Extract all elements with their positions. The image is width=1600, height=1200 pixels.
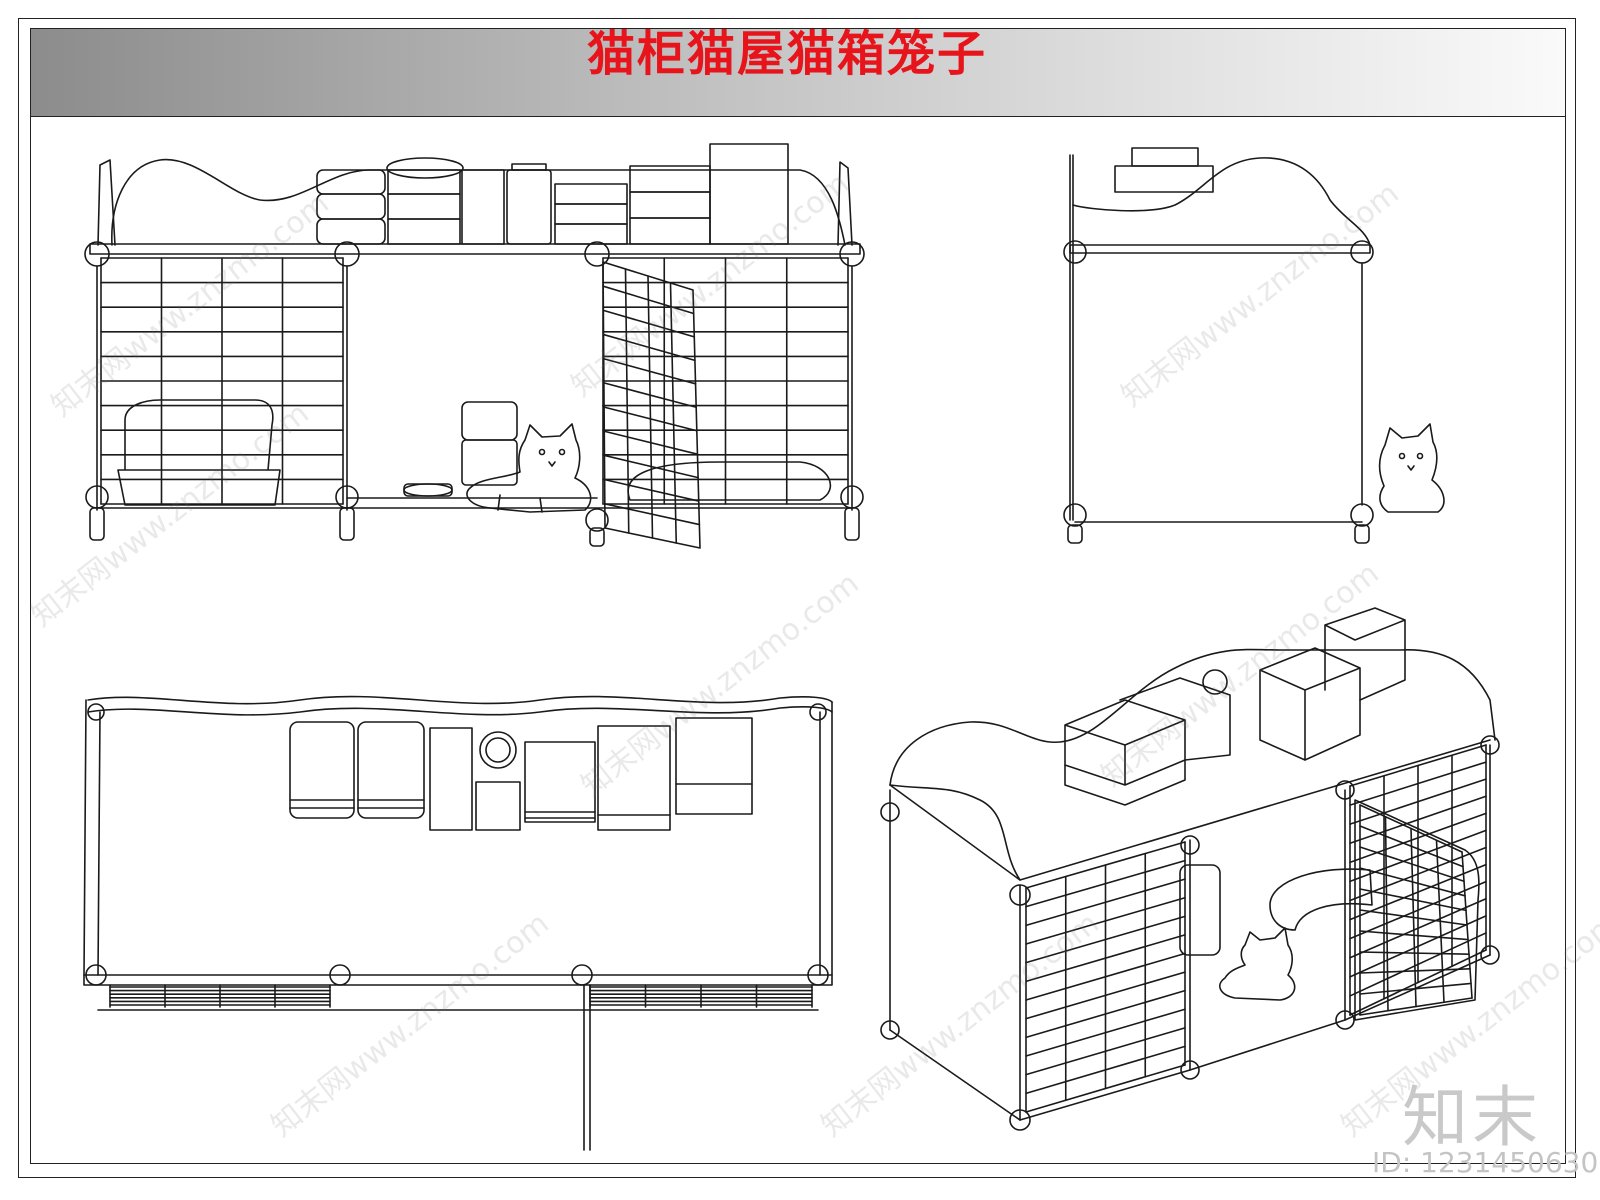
grid-wire [1349,932,1487,997]
top-wavy-edge [87,695,833,705]
front-wavy-top [111,158,846,246]
brand-logo: 知末 [1402,1079,1542,1156]
top-view [83,695,833,1151]
grid-wire [1359,997,1473,1016]
grid-wire [1359,846,1465,883]
top-base-slats [109,984,813,1008]
iso-interior [1179,864,1373,1001]
id-label: ID: 1231450630 [1372,1146,1599,1179]
grid-wire [1025,878,1186,927]
grid-wire [1349,761,1487,806]
grid-wire [1359,867,1466,897]
grid-wire [602,357,697,385]
grid-wire [1025,1045,1186,1095]
grid-wire [1349,778,1487,825]
iso-cat [1219,927,1296,1001]
outer-frame [18,18,1576,1178]
front-pet-bed [627,461,832,501]
front-side-ear-right [837,161,853,246]
front-cat [466,423,592,513]
grid-wire [669,282,678,544]
front-litter-box [117,399,281,506]
grid-wire [1349,744,1487,787]
grid-wire [1349,880,1487,940]
front-connectors [84,241,865,532]
page-title: 猫柜猫屋猫箱笼子 [586,26,987,82]
grid-wire [602,285,695,315]
grid-wire [1025,934,1186,983]
grid-wire [1025,915,1186,964]
side-top-box [1131,147,1199,167]
front-side-ear-left [97,159,116,246]
grid-wire [1359,982,1472,995]
grid-wire [1359,825,1464,868]
grid-wire [1359,951,1470,956]
grid-wire [1025,989,1186,1039]
grid-wire [602,309,696,338]
title-bar [31,29,1565,117]
front-view [84,143,865,549]
front-food-dispenser [403,401,518,497]
isometric-view [880,607,1500,1131]
grid-wire [603,382,697,409]
grid-wire [1359,967,1471,974]
top-items [289,717,753,831]
side-cat [1378,423,1445,513]
side-view [1063,147,1445,544]
iso-open-door [1354,799,1480,1021]
grid-wire [1349,795,1487,845]
grid-wire [603,478,700,502]
grid-wire [603,430,699,455]
grid-wire [1349,829,1487,883]
iso-top-items [1064,607,1406,806]
side-wavy-top [1072,157,1371,246]
iso-frame [880,735,1500,1131]
grid-wire [1359,888,1467,912]
side-top-shelf [1069,244,1371,254]
front-open-door [602,261,701,549]
inner-frame [30,28,1566,1164]
grid-wire [1349,949,1487,1016]
grid-wire [647,275,654,539]
grid-wire [1359,804,1463,853]
grid-wire [1025,952,1186,1001]
top-base-rail [83,974,833,986]
grid-wire [1025,859,1186,908]
grid-wire [604,503,701,526]
grid-wire [624,268,630,534]
grid-wire [602,333,696,362]
grid-wire [1025,1008,1186,1057]
front-top-items [316,143,789,245]
front-feet [89,507,860,547]
grid-wire [1359,930,1469,941]
grid-wire [603,454,699,479]
grid-wire [1025,896,1186,945]
front-right-grid-panel [602,257,849,505]
iso-front-grid-panel [1025,841,1186,1113]
grid-wire [1359,909,1468,926]
grid-wire [1349,812,1487,864]
grid-wire [1025,841,1186,889]
grid-wire [1025,1064,1186,1113]
grid-wire [1025,1027,1186,1076]
front-top-shelf [89,243,861,255]
front-left-grid-panel [100,257,344,505]
grid-wire [1025,971,1186,1020]
side-top-box-base [1114,165,1214,193]
grid-wire [1349,897,1487,959]
grid-wire [1349,915,1487,978]
grid-wire [603,406,698,432]
iso-top-board [889,648,1496,786]
